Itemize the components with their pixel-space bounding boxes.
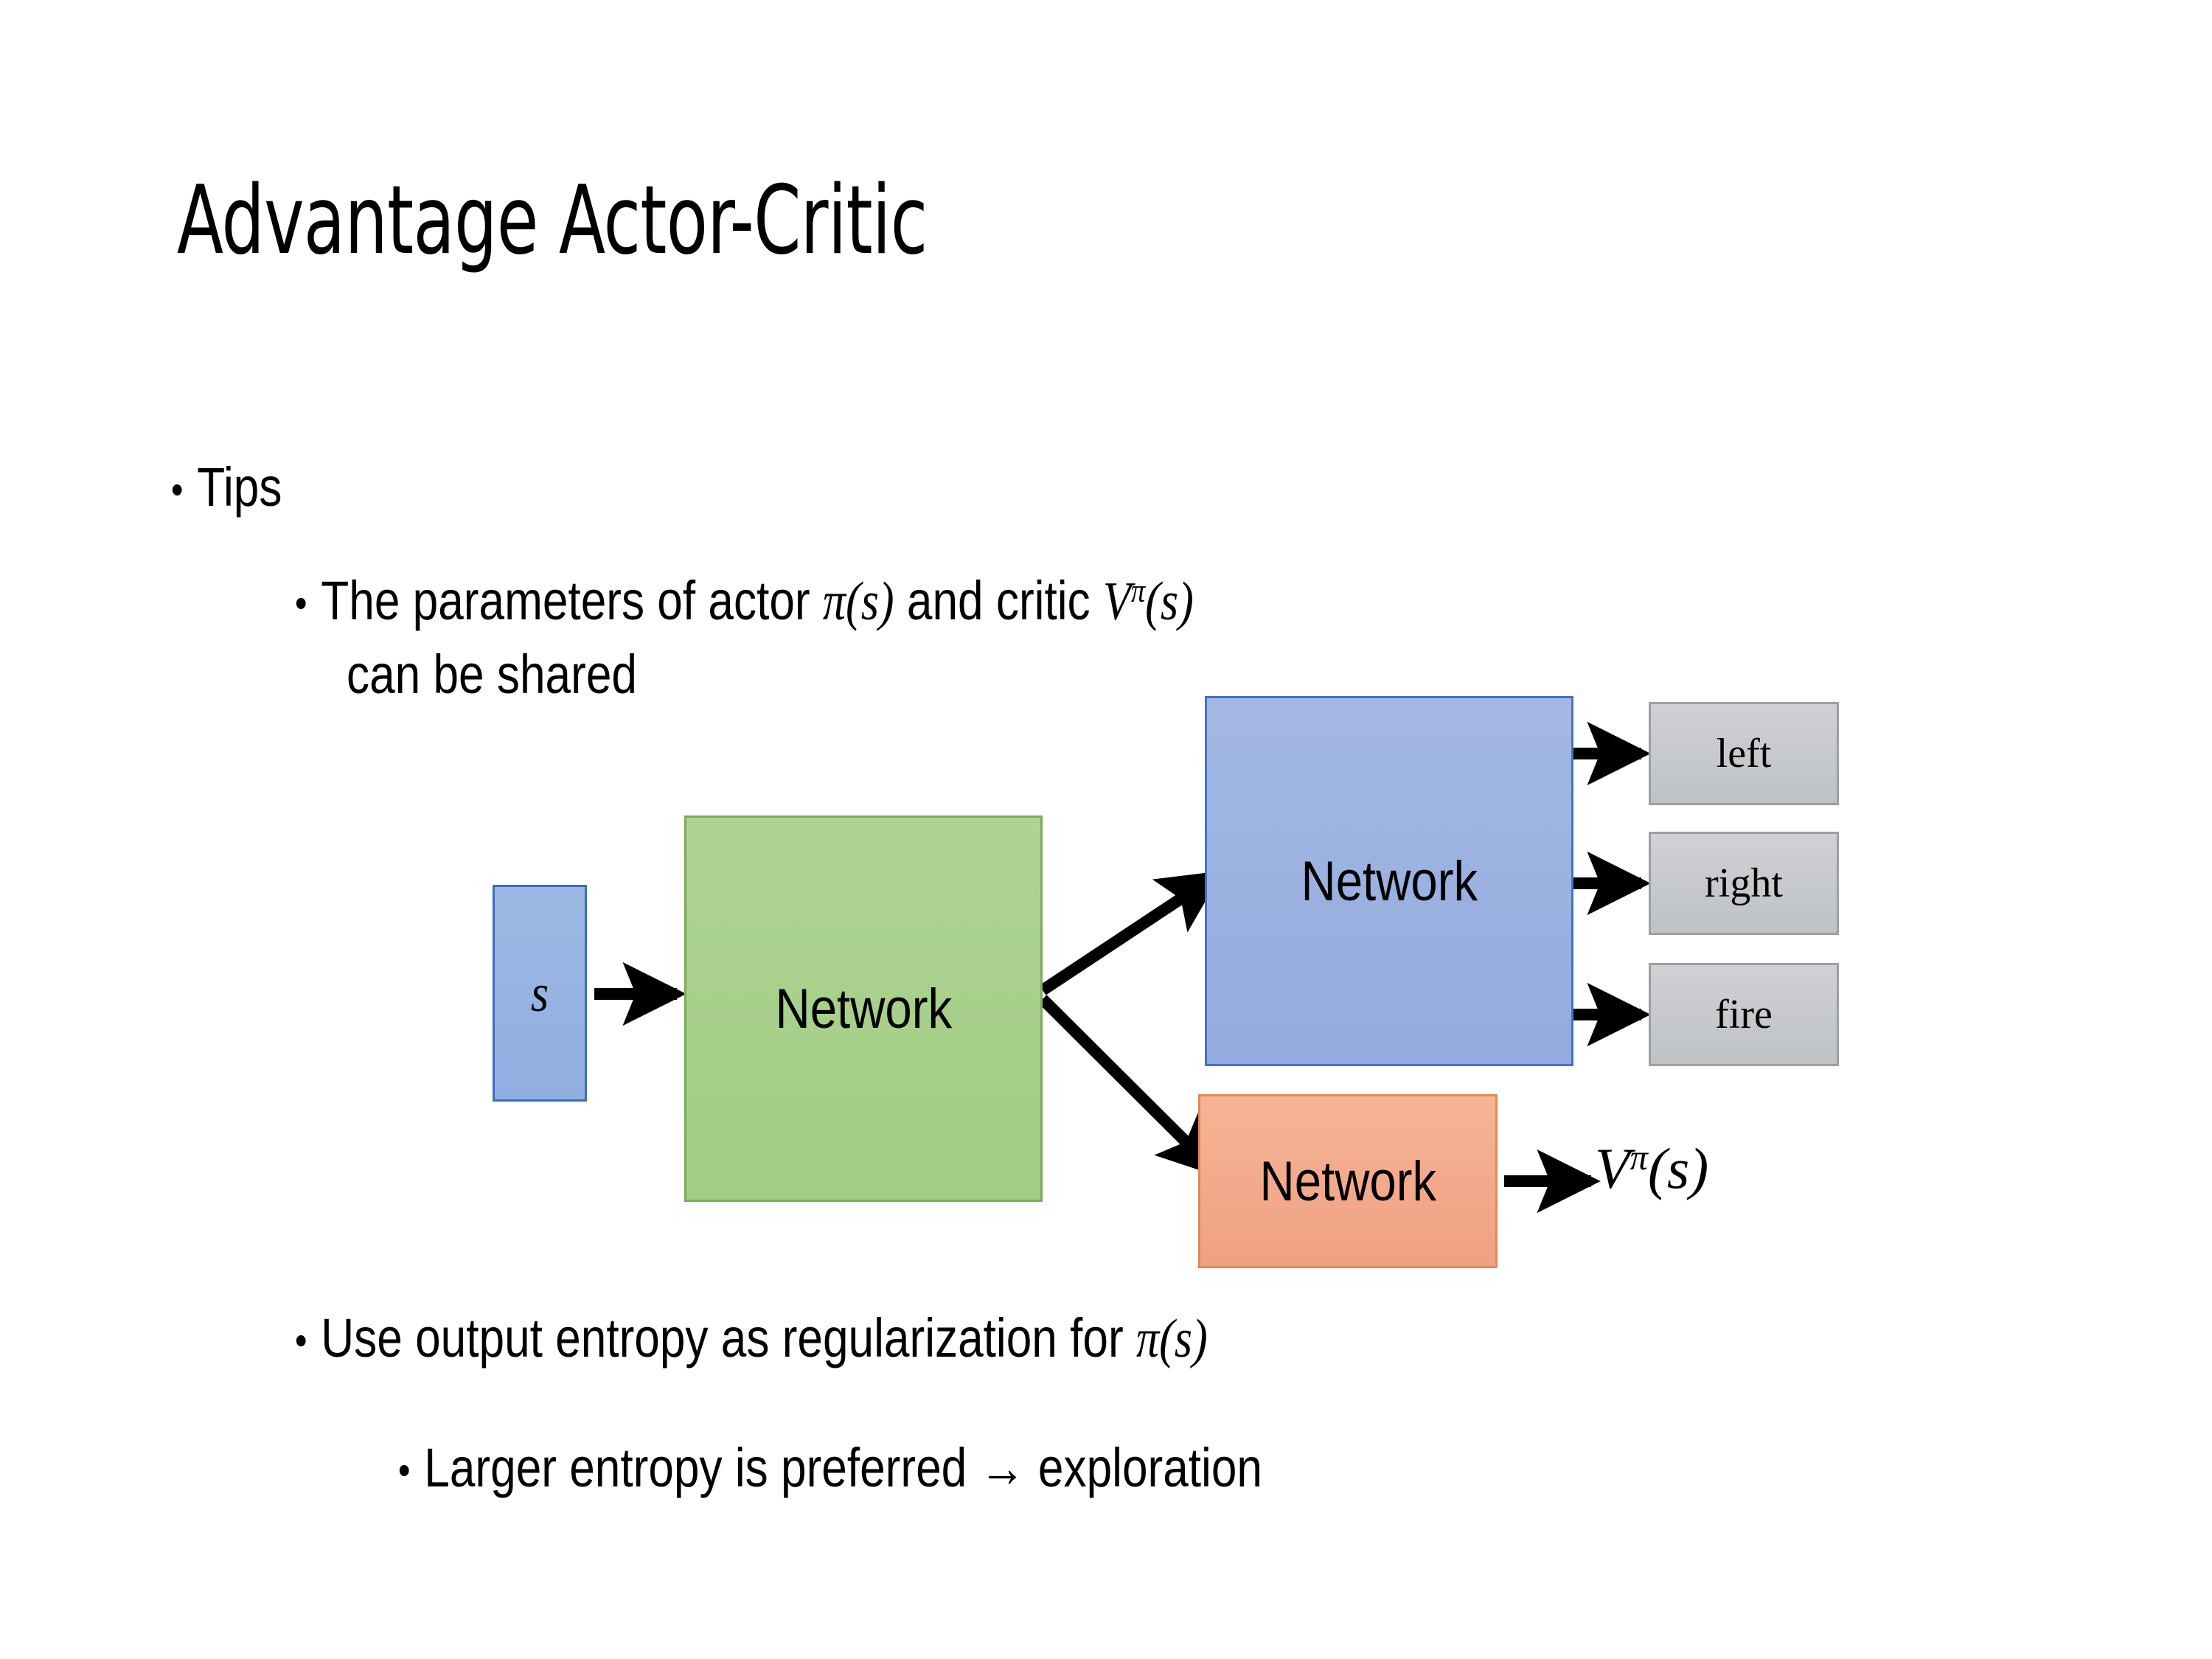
critic-v-math-arg: (s) — [1145, 571, 1194, 632]
bullet-larger-entropy: • Larger entropy is preferred → explorati… — [398, 1436, 1262, 1500]
critic-v-math-superscript: π — [1130, 571, 1146, 610]
value-v-superscript: π — [1630, 1138, 1648, 1178]
entropy-pi-math: π(s) — [1135, 1309, 1208, 1369]
bullet-marker-icon: • — [295, 580, 307, 627]
action-output-left-label: left — [1716, 731, 1772, 776]
actor-network-label: Network — [1301, 849, 1478, 913]
state-input-box: s — [493, 885, 587, 1102]
action-output-right: right — [1649, 832, 1839, 935]
bullet-shared-params-line1: • The parameters of actor π(s) and critic… — [295, 569, 1194, 634]
bullet-entropy-regularization: • Use output entropy as regularization fo… — [295, 1307, 1208, 1371]
critic-network-box: Network — [1198, 1094, 1498, 1268]
bullet-tips: • Tips — [171, 456, 282, 519]
actor-network-box: Network — [1205, 696, 1573, 1066]
critic-network-label: Network — [1259, 1150, 1436, 1213]
bullet-marker-icon: • — [398, 1447, 411, 1494]
page-title: Advantage Actor-Critic — [177, 166, 928, 276]
action-output-left: left — [1649, 702, 1839, 805]
bullet-marker-icon: • — [295, 1317, 307, 1364]
value-v-base: V — [1595, 1136, 1630, 1200]
bullet-shared-params-line2: can be shared — [347, 643, 637, 706]
actor-pi-math: π(s) — [822, 571, 894, 632]
arrow-shared-to-critic — [1038, 995, 1222, 1178]
action-output-right-label: right — [1705, 860, 1783, 906]
shared-mid-text: and critic — [894, 570, 1103, 631]
action-output-fire-label: fire — [1715, 992, 1773, 1037]
entropy-prefix-text: Use output entropy as regularization for — [321, 1307, 1136, 1368]
critic-v-math-base: V — [1102, 571, 1131, 632]
state-input-label: s — [530, 963, 549, 1023]
shared-network-label: Network — [775, 977, 952, 1040]
shared-network-box: Network — [684, 815, 1043, 1202]
value-v-arg: (s) — [1647, 1136, 1709, 1200]
value-function-output-label: Vπ(s) — [1595, 1135, 1708, 1202]
larger-entropy-text: Larger entropy is preferred → exploratio… — [424, 1437, 1263, 1498]
action-output-fire: fire — [1649, 963, 1839, 1066]
bullet-tips-label: Tips — [197, 456, 282, 518]
shared-prefix-text: The parameters of actor — [321, 570, 823, 631]
bullet-marker-icon: • — [171, 466, 184, 513]
arrow-shared-to-actor — [1039, 870, 1223, 995]
shared-line2-text: can be shared — [347, 644, 637, 705]
